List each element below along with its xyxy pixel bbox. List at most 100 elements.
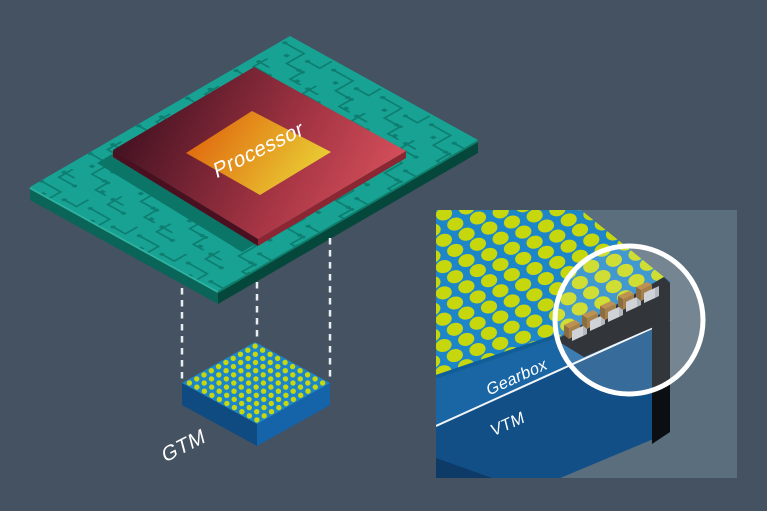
gtm-dot [253,368,259,374]
gtm-dot [268,409,275,415]
inset-dot [469,264,486,278]
die-side-right [258,151,406,246]
gtm-dot [246,413,253,419]
gtm-dot [245,347,251,353]
inset-dot [571,223,589,237]
gtm-dot [289,363,296,370]
inset-dot [583,233,600,247]
gtm-dot [259,347,266,353]
inset-dot [594,269,611,284]
inset-dot [447,217,464,231]
gtm-dot [260,372,266,378]
gtm-dot [260,380,267,386]
inset-dot [560,213,577,227]
gtm-dot [194,376,200,382]
gtm-dot [275,372,281,378]
gtm-dot [282,359,288,366]
inset-panel: Gearbox VTM [436,210,737,478]
inset-dot [436,249,441,264]
board-side-left [30,187,218,304]
inset-dot [549,255,566,269]
inset-dot [458,227,475,241]
gtm-dot [298,392,304,398]
inset-dot [605,253,622,267]
inset-dot [503,215,521,229]
inset-dot [583,259,600,273]
smd-component-face [600,301,616,309]
inset-dot [526,235,543,249]
gtm-dot [268,376,274,382]
gtm-dot [245,372,252,378]
inset-dot [549,229,566,243]
smd-component-face [644,286,659,293]
inset-dot [436,223,441,237]
inset-dot [458,306,475,320]
gtm-dot [223,368,229,374]
gtm-dot [268,384,274,390]
gtm-dot [261,413,267,419]
smd-component-face [590,316,601,331]
inset-dot [537,298,554,312]
inset-dot [436,312,452,326]
inset-top-bevel [436,334,558,379]
gtm-dot [231,388,237,394]
board-side-right [218,140,478,304]
gtm-dot [305,388,311,394]
gtm-dot-grid [186,343,326,423]
gtm-dot [253,400,260,407]
inset-dot [492,310,509,324]
inset-dot [515,225,532,239]
inset-dot [514,330,531,344]
gtm-dot [231,404,238,411]
gtm-dot [201,372,207,378]
smd-component-face [626,297,637,312]
die-side-left [113,150,258,246]
gtm-dot [209,384,215,390]
inset-left-side [436,458,492,478]
gtm-dot [283,400,289,407]
smd-component-face [618,296,623,310]
inset-dot [446,349,463,363]
inset-dot [436,276,441,290]
gtm-dot [239,400,245,407]
gtm-dot [224,392,230,398]
inset-dot [436,260,452,274]
smd-component [636,282,659,303]
gtm-dot [238,368,244,374]
smd-component-face [564,320,580,328]
gtm-dot [216,380,222,386]
gtm-dot [246,388,252,394]
gtm-dot [252,359,259,366]
board-edge-highlight [29,187,219,293]
gtm-dot [260,388,267,394]
inset-dot [436,302,441,316]
gtm-side-right [257,383,330,446]
vtm-layer-face [436,320,670,478]
gtm-dot [283,392,289,398]
inset-dot [492,210,509,219]
magnifier-circle [552,243,706,397]
gtm-dot [201,380,207,386]
gtm-dot [231,396,237,403]
inset-dot [549,210,566,217]
inset-dot [503,268,520,282]
gtm-dot [268,392,274,398]
inset-dot [617,263,634,277]
gtm-dot [267,351,273,357]
gtm-dot [186,380,193,386]
gtm-dot [216,372,222,378]
inset-dot [480,300,498,314]
gtm-dot [238,392,245,398]
gtm-dot [283,384,289,390]
inset-dot [503,294,520,308]
gtm-dot [282,368,288,374]
gtm-dot [208,368,214,374]
smd-component-face [572,326,583,341]
inset-dot [469,290,486,304]
inset-dot [469,316,486,330]
gtm-dot [275,380,281,386]
inset-dot [526,288,543,302]
gtm-dot [252,343,258,349]
smd-component-face [564,325,569,339]
gtm-dot [215,363,222,370]
